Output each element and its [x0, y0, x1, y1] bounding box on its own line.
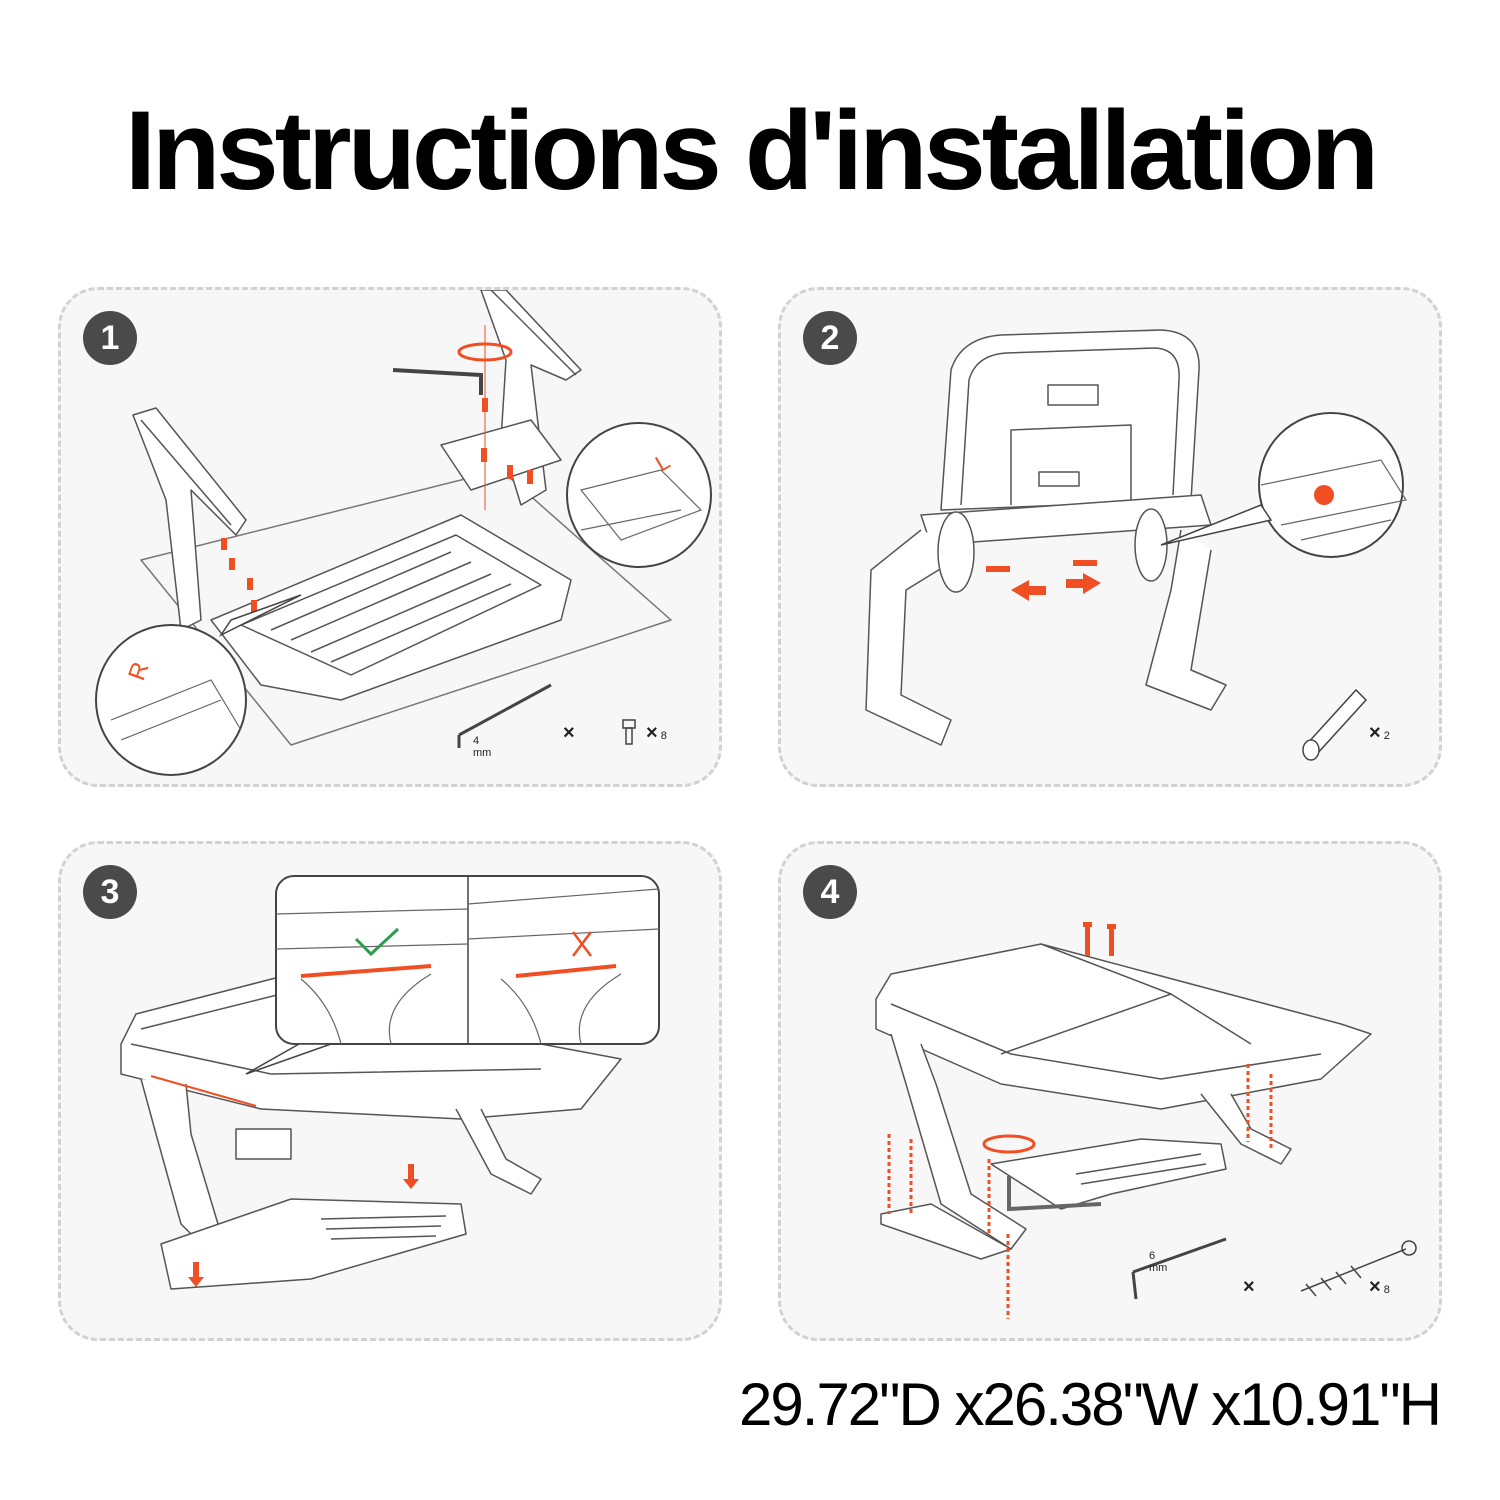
step-2-panel: 2: [778, 287, 1442, 787]
wall-anchor-icon: [1302, 688, 1368, 761]
step-4-illustration: [875, 922, 1417, 1319]
checkmark-icon: [354, 927, 400, 957]
step-2-illustration: [865, 329, 1407, 761]
bolt-icon: [622, 719, 636, 745]
cross-icon: [572, 931, 592, 957]
step-1-illustration: L R: [95, 290, 712, 776]
step-4-panel: 4: [778, 841, 1442, 1341]
tool-multiplier: ×: [563, 722, 575, 744]
tool-multiplier: ×: [1243, 1276, 1255, 1298]
step-3-illustration: [120, 875, 660, 1290]
ground-screw-icon: [1300, 1240, 1417, 1297]
anchor-quantity: × 2: [1369, 722, 1390, 744]
bolt-quantity: × 8: [646, 722, 667, 744]
step-number-badge: 2: [803, 311, 857, 365]
step-number-badge: 3: [83, 865, 137, 919]
hex-key-icon: [457, 683, 552, 748]
product-dimensions: 29.72"D x26.38"W x10.91"H: [739, 1371, 1442, 1438]
step-1-panel: 1: [58, 287, 722, 787]
screw-quantity: × 8: [1369, 1276, 1390, 1298]
step-number-badge: 1: [83, 311, 137, 365]
step-3-panel: 3: [58, 841, 722, 1341]
hex-key-icon: [1131, 1237, 1227, 1300]
step-number-badge: 4: [803, 865, 857, 919]
page-title: Instructions d'installation: [124, 88, 1379, 213]
